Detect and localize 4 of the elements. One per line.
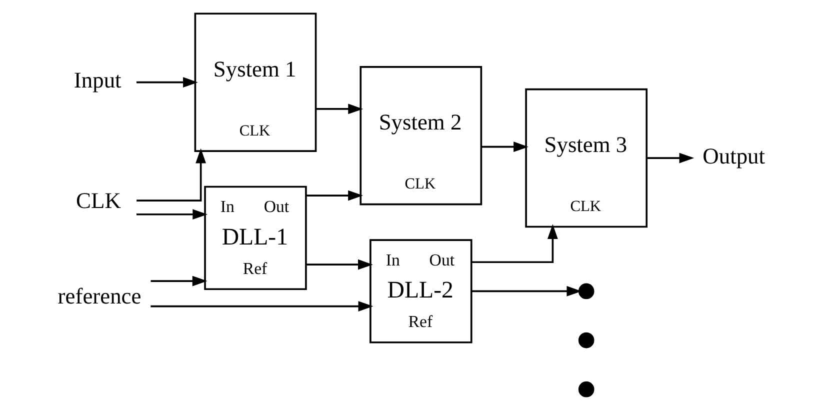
node-text: Output [702,143,764,168]
node-text: CLK [76,188,120,214]
node-text: reference [57,284,141,309]
node-text: Input [73,68,121,93]
